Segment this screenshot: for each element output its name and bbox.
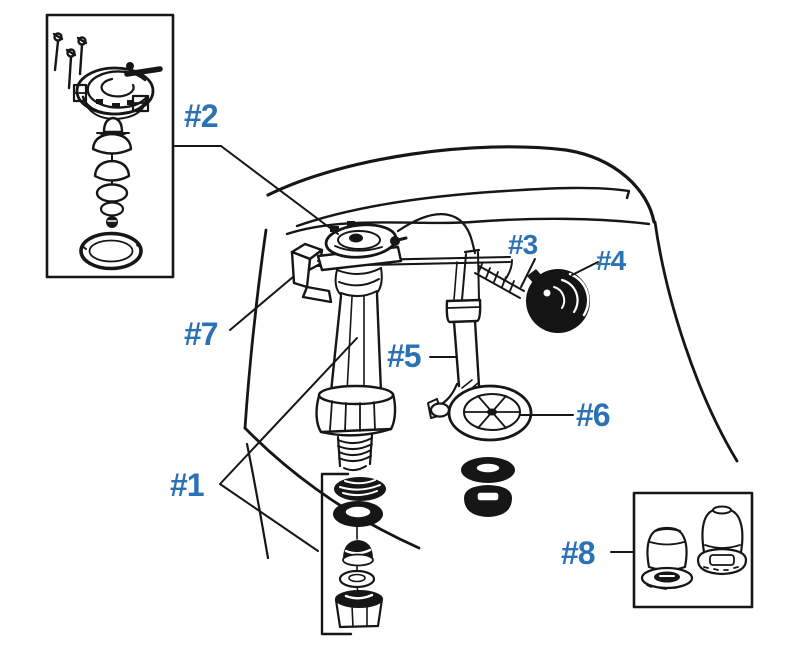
bolt-caps-inset-box — [632, 491, 754, 609]
callout-7-handle: #7 — [184, 316, 219, 352]
flush-handle — [290, 242, 333, 304]
fill-valve-head — [316, 221, 408, 297]
leader-7 — [229, 276, 294, 331]
callout-4-float: #4 — [596, 245, 626, 276]
valve-cap-exploded — [72, 62, 163, 120]
leader-lines — [174, 145, 635, 553]
gasket-oring — [79, 231, 143, 271]
bolt-caps-group — [640, 505, 748, 590]
shank-hardware-bracket — [320, 472, 386, 636]
overflow-tube — [445, 248, 482, 388]
callout-6-flapper: #6 — [576, 397, 611, 433]
repair-kit-inset-box — [45, 13, 175, 279]
leader-1 — [219, 337, 358, 552]
screws-group — [52, 32, 88, 90]
tank-gaskets — [461, 457, 515, 517]
callout-8-bolt-caps: #8 — [561, 535, 596, 571]
flapper — [427, 379, 533, 442]
refill-tube — [396, 213, 525, 299]
leader-2 — [174, 145, 339, 235]
callout-5-overflow-tube: #5 — [387, 338, 422, 374]
float-ball — [526, 269, 590, 333]
leader-4 — [571, 261, 599, 276]
tank-outline — [243, 145, 739, 560]
callout-3-refill-tube: #3 — [508, 229, 538, 260]
fill-valve-body — [315, 292, 397, 472]
callout-1-fill-valve: #1 — [170, 467, 205, 503]
callout-2-valve-cap-kit: #2 — [184, 98, 219, 134]
leader-3 — [520, 258, 536, 288]
diaphragm-washer-stack — [91, 116, 133, 228]
